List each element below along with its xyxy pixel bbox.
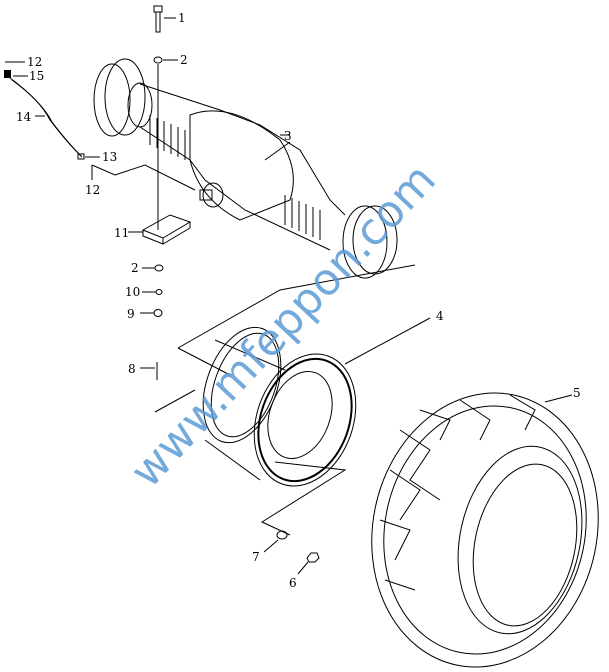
callout-3: 3 (284, 129, 292, 143)
callout-4: 4 (436, 309, 444, 323)
callout-5: 5 (573, 386, 581, 400)
brake-hose-part-14 (4, 61, 196, 191)
callout-13: 13 (102, 150, 117, 164)
callout-12b: 12 (85, 183, 100, 197)
callout-2: 2 (180, 53, 188, 67)
washer-part-2 (153, 56, 178, 230)
callout-7: 7 (252, 550, 260, 564)
tire-part-5 (371, 392, 599, 668)
callout-6: 6 (289, 576, 297, 590)
mounting-plate-part-11 (128, 214, 192, 245)
wheel-rim-part-4 (202, 317, 431, 536)
callout-14: 14 (16, 110, 32, 124)
callout-8: 8 (128, 362, 136, 376)
callout-10: 10 (125, 285, 140, 299)
callout-15: 15 (29, 69, 44, 83)
axle-housing-part-3 (93, 58, 398, 279)
wheel-stud-part-8 (140, 264, 416, 413)
fasteners-parts-2-10-9 (140, 264, 164, 317)
callout-2b: 2 (131, 261, 139, 275)
callout-11: 11 (114, 226, 129, 240)
callout-9: 9 (127, 307, 135, 321)
bolt-part-1 (153, 5, 176, 33)
fasteners-parts-7-6 (263, 530, 320, 575)
callout-1: 1 (178, 11, 186, 25)
watermark: www.mfeppon.com (121, 154, 446, 497)
callout-12: 12 (27, 55, 42, 69)
